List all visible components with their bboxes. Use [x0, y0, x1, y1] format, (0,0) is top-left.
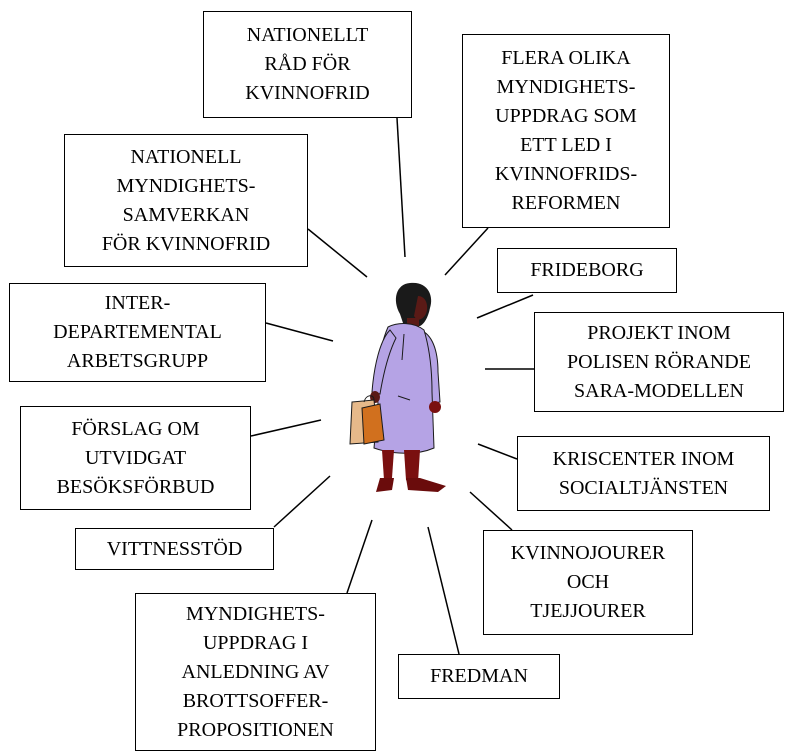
box-inter-departemental-label: INTER- DEPARTEMENTAL ARBETSGRUPP	[53, 289, 222, 376]
box-kvinnojourer: KVINNOJOURER OCH TJEJJOURER	[483, 530, 693, 635]
bag-front	[362, 404, 384, 444]
box-myndighetsuppdrag-brottsoffer-label: MYNDIGHETS- UPPDRAG I ANLEDNING AV BROTT…	[177, 600, 334, 745]
box-inter-departemental: INTER- DEPARTEMENTAL ARBETSGRUPP	[9, 283, 266, 382]
box-kriscenter-label: KRISCENTER INOM SOCIALTJÄNSTEN	[553, 445, 735, 503]
box-fredman-label: FREDMAN	[430, 662, 528, 691]
right-hand	[429, 401, 441, 413]
box-kriscenter: KRISCENTER INOM SOCIALTJÄNSTEN	[517, 436, 770, 511]
box-projekt-polisen: PROJEKT INOM POLISEN RÖRANDE SARA-MODELL…	[534, 312, 784, 412]
left-leg	[382, 450, 394, 482]
box-projekt-polisen-label: PROJEKT INOM POLISEN RÖRANDE SARA-MODELL…	[567, 319, 751, 406]
box-flera-olika: FLERA OLIKA MYNDIGHETS- UPPDRAG SOM ETT …	[462, 34, 670, 228]
box-nationell-myndighet-label: NATIONELL MYNDIGHETS- SAMVERKAN FÖR KVIN…	[102, 143, 270, 259]
box-vittnesstod: VITTNESSTÖD	[75, 528, 274, 570]
right-boot	[406, 478, 446, 492]
box-vittnesstod-label: VITTNESSTÖD	[107, 535, 243, 564]
box-forslag-besoksforbud: FÖRSLAG OM UTVIDGAT BESÖKSFÖRBUD	[20, 406, 251, 510]
left-boot	[376, 478, 394, 492]
box-kvinnojourer-label: KVINNOJOURER OCH TJEJJOURER	[511, 539, 665, 626]
box-nationell-myndighet: NATIONELL MYNDIGHETS- SAMVERKAN FÖR KVIN…	[64, 134, 308, 267]
box-myndighetsuppdrag-brottsoffer: MYNDIGHETS- UPPDRAG I ANLEDNING AV BROTT…	[135, 593, 376, 751]
box-fredman: FREDMAN	[398, 654, 560, 699]
box-forslag-besoksforbud-label: FÖRSLAG OM UTVIDGAT BESÖKSFÖRBUD	[57, 415, 215, 502]
box-flera-olika-label: FLERA OLIKA MYNDIGHETS- UPPDRAG SOM ETT …	[495, 44, 637, 218]
box-nationellt-rad: NATIONELLT RÅD FÖR KVINNOFRID	[203, 11, 412, 118]
box-frideborg: FRIDEBORG	[497, 248, 677, 293]
box-frideborg-label: FRIDEBORG	[530, 256, 643, 285]
box-nationellt-rad-label: NATIONELLT RÅD FÖR KVINNOFRID	[245, 21, 369, 108]
